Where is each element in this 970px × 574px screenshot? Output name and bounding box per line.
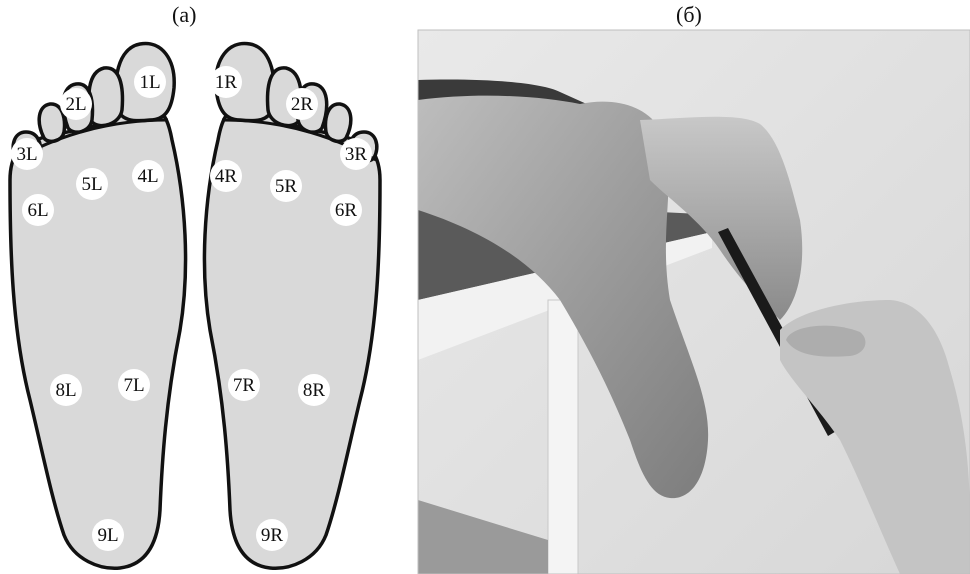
point-3l: 3L [11, 138, 43, 170]
point-label: 2R [291, 94, 314, 115]
point-label: 8L [55, 380, 76, 401]
point-label: 9R [261, 525, 284, 546]
point-7r: 7R [228, 369, 260, 401]
point-label: 5R [275, 176, 298, 197]
point-8l: 8L [50, 374, 82, 406]
point-label: 7L [123, 375, 144, 396]
point-2r: 2R [286, 88, 318, 120]
right-toe-4 [326, 104, 351, 141]
point-label: 4L [137, 166, 158, 187]
point-2l: 2L [60, 88, 92, 120]
left-toe-4 [39, 104, 64, 141]
point-1r: 1R [210, 66, 242, 98]
point-label: 6R [335, 200, 358, 221]
point-4l: 4L [132, 160, 164, 192]
point-7l: 7L [118, 369, 150, 401]
point-label: 9L [97, 525, 118, 546]
point-5l: 5L [76, 168, 108, 200]
point-label: 5L [81, 174, 102, 195]
left-foot [10, 43, 186, 568]
point-label: 7R [233, 375, 256, 396]
point-label: 4R [215, 166, 238, 187]
point-label: 3L [16, 144, 37, 165]
point-label: 1L [139, 72, 160, 93]
point-label: 3R [345, 144, 368, 165]
point-8r: 8R [298, 374, 330, 406]
point-9l: 9L [92, 519, 124, 551]
point-9r: 9R [256, 519, 288, 551]
point-label: 2L [65, 94, 86, 115]
point-label: 8R [303, 380, 326, 401]
right-foot [204, 43, 380, 568]
point-5r: 5R [270, 170, 302, 202]
point-6r: 6R [330, 194, 362, 226]
photo-panel [418, 30, 970, 574]
point-label: 1R [215, 72, 238, 93]
point-1l: 1L [134, 66, 166, 98]
point-4r: 4R [210, 160, 242, 192]
bench-leg [548, 300, 578, 574]
point-6l: 6L [22, 194, 54, 226]
point-3r: 3R [340, 138, 372, 170]
point-label: 6L [27, 200, 48, 221]
